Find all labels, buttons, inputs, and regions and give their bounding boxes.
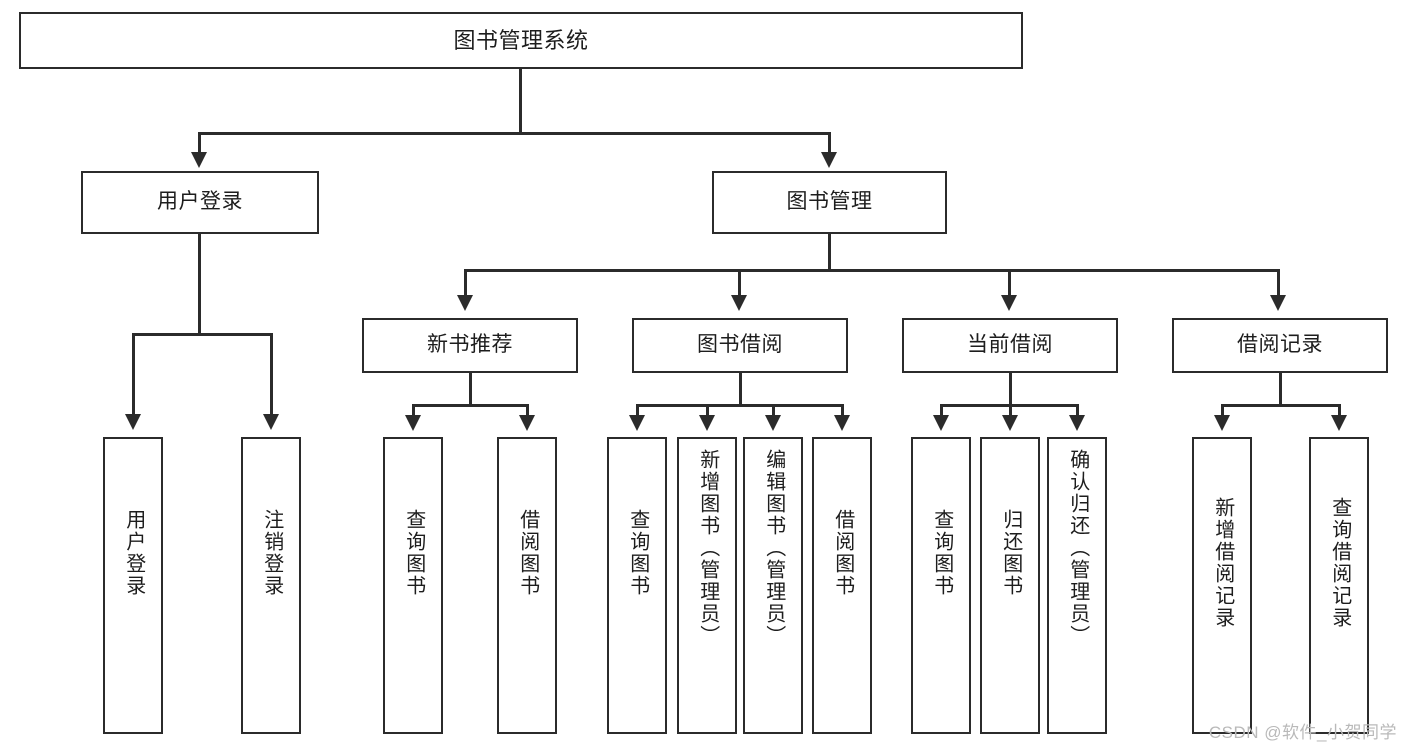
arrowhead-bb-to-leaf-3 [765,415,781,431]
node-root-book-management-system[interactable]: 图书管理系统 [19,12,1023,69]
arrowhead-br-to-leaf-1 [1214,415,1230,431]
connector-user-login-to-leaf-1 [132,333,135,417]
connector-bm-to-current-borrow [1008,269,1011,297]
leaf-return-book[interactable]: 归还图书 [980,437,1040,734]
leaf-user-login[interactable]: 用户登录 [103,437,163,734]
arrowhead-bm-to-new-book [457,295,473,311]
leaf-label: 借阅图书 [516,509,539,597]
leaf-label: 注销登录 [260,509,283,597]
connector-user-login-bus [132,333,272,336]
leaf-label: 归还图书 [999,509,1022,597]
connector-br-to-leaf-1 [1221,404,1224,418]
connector-new-book-to-leaf-2 [526,404,529,418]
arrowhead-br-to-leaf-2 [1331,415,1347,431]
arrowhead-bb-to-leaf-4 [834,415,850,431]
connector-borrow-record-bus [1221,404,1340,407]
connector-cb-to-leaf-2 [1009,404,1012,418]
node-book-borrow[interactable]: 图书借阅 [632,318,848,373]
leaf-label: 查询图书 [402,509,425,597]
leaf-label: 查询图书 [930,509,953,597]
node-user-login[interactable]: 用户登录 [81,171,319,234]
node-label: 图书借阅 [697,333,783,357]
connector-bb-to-leaf-4 [841,404,844,418]
connector-book-borrow-bus [636,404,844,407]
node-label: 新书推荐 [427,333,513,357]
leaf-label: 新增图书（管理员） [696,449,719,647]
node-label: 图书管理 [786,190,873,214]
leaf-query-book-current[interactable]: 查询图书 [911,437,971,734]
arrowhead-bm-to-borrow-record [1270,295,1286,311]
node-new-book-recommend[interactable]: 新书推荐 [362,318,578,373]
leaf-query-book-recommend[interactable]: 查询图书 [383,437,443,734]
connector-book-management-bus [464,269,1279,272]
connector-bb-to-leaf-3 [772,404,775,418]
leaf-edit-book-admin[interactable]: 编辑图书（管理员） [743,437,803,734]
connector-root-to-book-management [828,132,831,156]
leaf-query-book-borrow[interactable]: 查询图书 [607,437,667,734]
connector-new-book-stem [469,373,472,407]
arrowhead-root-to-user-login [191,152,207,168]
arrowhead-user-login-to-leaf-2 [263,414,279,430]
connector-user-login-to-leaf-2 [270,333,273,417]
arrowhead-cb-to-leaf-3 [1069,415,1085,431]
arrowhead-bb-to-leaf-2 [699,415,715,431]
leaf-label: 用户登录 [122,509,145,597]
node-label: 用户登录 [157,190,243,214]
node-label: 图书管理系统 [453,27,589,53]
connector-new-book-bus [412,404,528,407]
connector-cb-to-leaf-3 [1076,404,1079,418]
connector-bm-to-borrow-record [1277,269,1280,297]
arrowhead-bm-to-book-borrow [731,295,747,311]
arrowhead-new-book-to-leaf-2 [519,415,535,431]
connector-bm-to-new-book [464,269,467,297]
connector-bb-to-leaf-2 [706,404,709,418]
leaf-label: 编辑图书（管理员） [762,449,785,647]
arrowhead-new-book-to-leaf-1 [405,415,421,431]
connector-borrow-record-stem [1279,373,1282,407]
connector-cb-to-leaf-1 [940,404,943,418]
connector-root-stem [519,69,522,134]
arrowhead-cb-to-leaf-2 [1002,415,1018,431]
leaf-logout[interactable]: 注销登录 [241,437,301,734]
leaf-borrow-book-recommend[interactable]: 借阅图书 [497,437,557,734]
connector-book-management-stem [828,234,831,272]
leaf-label: 新增借阅记录 [1211,497,1234,629]
leaf-label: 确认归还（管理员） [1066,449,1089,647]
connector-bb-to-leaf-1 [636,404,639,418]
node-label: 当前借阅 [967,333,1053,357]
arrowhead-root-to-book-management [821,152,837,168]
connector-br-to-leaf-2 [1338,404,1341,418]
connector-bm-to-book-borrow [738,269,741,297]
node-borrow-record[interactable]: 借阅记录 [1172,318,1388,373]
arrowhead-bb-to-leaf-1 [629,415,645,431]
leaf-label: 查询借阅记录 [1328,497,1351,629]
arrowhead-user-login-to-leaf-1 [125,414,141,430]
arrowhead-bm-to-current-borrow [1001,295,1017,311]
connector-root-to-user-login [198,132,201,156]
leaf-add-book-admin[interactable]: 新增图书（管理员） [677,437,737,734]
leaf-query-borrow-record[interactable]: 查询借阅记录 [1309,437,1369,734]
connector-root-bus [198,132,831,135]
watermark-text: CSDN @软件_小贺同学 [1208,723,1397,742]
connector-book-borrow-stem [739,373,742,407]
leaf-confirm-return-admin[interactable]: 确认归还（管理员） [1047,437,1107,734]
leaf-borrow-book[interactable]: 借阅图书 [812,437,872,734]
leaf-label: 借阅图书 [831,509,854,597]
node-label: 借阅记录 [1237,333,1323,357]
node-book-management[interactable]: 图书管理 [712,171,947,234]
connector-new-book-to-leaf-1 [412,404,415,418]
connector-user-login-stem [198,234,201,336]
leaf-add-borrow-record[interactable]: 新增借阅记录 [1192,437,1252,734]
arrowhead-cb-to-leaf-1 [933,415,949,431]
leaf-label: 查询图书 [626,509,649,597]
node-current-borrow[interactable]: 当前借阅 [902,318,1118,373]
connector-current-borrow-stem [1009,373,1012,407]
